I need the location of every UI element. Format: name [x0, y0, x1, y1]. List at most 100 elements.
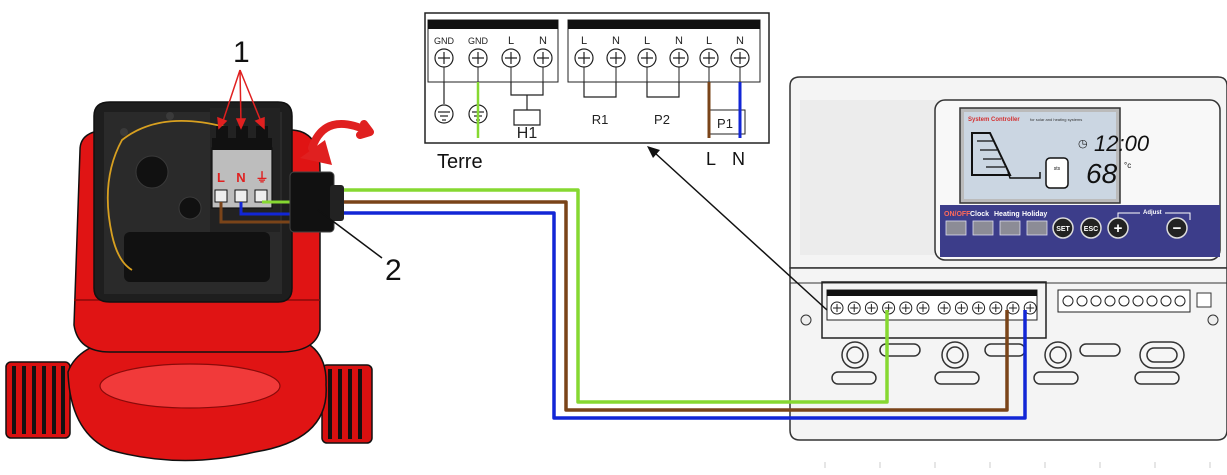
- diagram-terminal-label: GND: [468, 36, 489, 46]
- diagram-terminal-label: N: [736, 35, 744, 47]
- screw-slot-icon: [940, 304, 949, 312]
- diagram-terminals: GND GND L N L N L N L N: [434, 35, 750, 82]
- pump-internal-wire: [106, 119, 226, 271]
- screw-slot-icon: [472, 52, 484, 64]
- diagram-terminal-label: L: [581, 35, 587, 47]
- screw-slot-icon: [991, 304, 1000, 312]
- mode-button-holiday[interactable]: [1026, 220, 1048, 236]
- aux-terminal-screw: [1118, 295, 1130, 307]
- diagram-terminal-label: L: [706, 35, 712, 47]
- aux-terminal-screw: [1160, 295, 1172, 307]
- diagram-terminal-5: N: [606, 35, 626, 82]
- mode-on-label: ON/: [944, 211, 957, 218]
- mode-label-holiday: Holiday: [1022, 211, 1047, 218]
- aux-terminal-screw: [1132, 295, 1144, 307]
- screw-slot-icon: [850, 304, 859, 312]
- screw-slot-icon: [1026, 304, 1035, 312]
- diagram-terminal-6: L: [637, 35, 657, 82]
- h1-label: H1: [517, 125, 538, 142]
- lcd-screen: [964, 112, 1116, 199]
- lcd-temperature: 68: [1086, 158, 1118, 189]
- diagram-terminal-label: GND: [434, 36, 455, 46]
- pump-terminal-earth: ⏚: [255, 170, 268, 185]
- diagram-terminal-2: L: [501, 35, 521, 82]
- svg-text:ON/OFF: ON/OFF: [944, 211, 971, 218]
- cable-knockouts: [831, 341, 1185, 385]
- diagram-terminal-8: L: [699, 35, 719, 82]
- terminal-block-highlight: [821, 281, 1047, 339]
- h1-bracket: [510, 82, 544, 126]
- aux-terminal-strip: [1057, 289, 1191, 313]
- diagram-terminal-0: GND: [434, 36, 455, 82]
- pump-volute-highlight: [100, 364, 280, 408]
- r1-label: R1: [592, 112, 609, 127]
- aux-terminal-screw: [1090, 295, 1102, 307]
- tank-icon: sts: [1045, 157, 1069, 189]
- pointer-arrow: [647, 146, 828, 311]
- neutral-wire: [340, 211, 1027, 420]
- clock-icon: ◷: [1078, 138, 1088, 150]
- p2-label: P2: [654, 112, 670, 127]
- diagram-terminal-9: N: [730, 35, 750, 82]
- callout-2: 2: [385, 254, 402, 287]
- diagram-terminal-4: L: [574, 35, 594, 82]
- set-button-label: SET: [1056, 226, 1070, 233]
- pump-inlet-nut: [5, 361, 71, 439]
- screw-slot-icon: [673, 52, 685, 64]
- controller-terminal-strip-bar: [827, 290, 1037, 296]
- mode-off-label: OFF: [956, 211, 971, 218]
- mode-button-onoff[interactable]: [945, 220, 967, 236]
- p2-bracket: [646, 82, 680, 98]
- mode-label-heating: Heating: [994, 211, 1020, 218]
- mode-button-clock[interactable]: [972, 220, 994, 236]
- callout-1: 1: [233, 36, 250, 69]
- diagram-terminal-label: L: [508, 35, 514, 47]
- set-button[interactable]: SET: [1052, 217, 1074, 239]
- diagram-terminal-label: N: [612, 35, 620, 47]
- plus-button[interactable]: +: [1107, 217, 1129, 239]
- mounting-screw-left: [800, 314, 812, 326]
- screw-slot-icon: [734, 52, 746, 64]
- screw-slot-icon: [578, 52, 590, 64]
- earth-symbol-1: [434, 82, 454, 124]
- aux-terminal-screw: [1062, 295, 1074, 307]
- terminal-diagram: GND GND L N L N L N L N H1 R1 P2 P1: [424, 12, 770, 144]
- bottom-dashes: [824, 462, 1211, 468]
- r1-bracket: [583, 82, 617, 98]
- adjust-label: Adjust: [1143, 210, 1162, 216]
- controller: System Controller for solar and heating …: [789, 76, 1227, 441]
- n-label: N: [732, 149, 745, 169]
- controller-terminal-strip: [826, 289, 1038, 321]
- aux-terminal-screw: [1076, 295, 1088, 307]
- plus-button-label: +: [1114, 220, 1123, 237]
- aux-terminal-screw: [1146, 295, 1158, 307]
- pump-terminal-l: L: [217, 170, 225, 185]
- terminal-block-right: [567, 19, 761, 83]
- pump-terminal-n: N: [236, 170, 245, 185]
- controller-title: System Controller: [968, 117, 1020, 123]
- esc-button[interactable]: ESC: [1080, 217, 1102, 239]
- minus-button-label: −: [1173, 220, 1182, 237]
- mode-label-clock: Clock: [970, 211, 989, 218]
- circulation-pump: L N ⏚: [5, 69, 374, 462]
- diagram-terminal-7: N: [669, 35, 689, 82]
- diagram-terminal-3: N: [533, 35, 553, 82]
- screw-slot-icon: [833, 304, 841, 312]
- mode-button-heating[interactable]: [999, 220, 1021, 236]
- screw-slot-icon: [901, 304, 910, 312]
- screw-slot-icon: [641, 52, 653, 64]
- aux-square-terminal: [1196, 292, 1212, 308]
- screw-slot-icon: [974, 304, 983, 312]
- controller-subtitle: for solar and heating systems: [1030, 117, 1082, 122]
- diagram-terminal-label: N: [539, 35, 547, 47]
- pump-outlet-nut: [321, 364, 373, 444]
- screw-slot-icon: [537, 52, 549, 64]
- esc-button-label: ESC: [1084, 226, 1098, 233]
- p1-label: P1: [717, 116, 733, 131]
- pump-cable-gland: [289, 171, 344, 233]
- screw-slot-icon: [438, 52, 450, 64]
- diagram-terminal-label: N: [675, 35, 683, 47]
- rotation-arrow: [308, 120, 374, 152]
- minus-button[interactable]: −: [1166, 217, 1188, 239]
